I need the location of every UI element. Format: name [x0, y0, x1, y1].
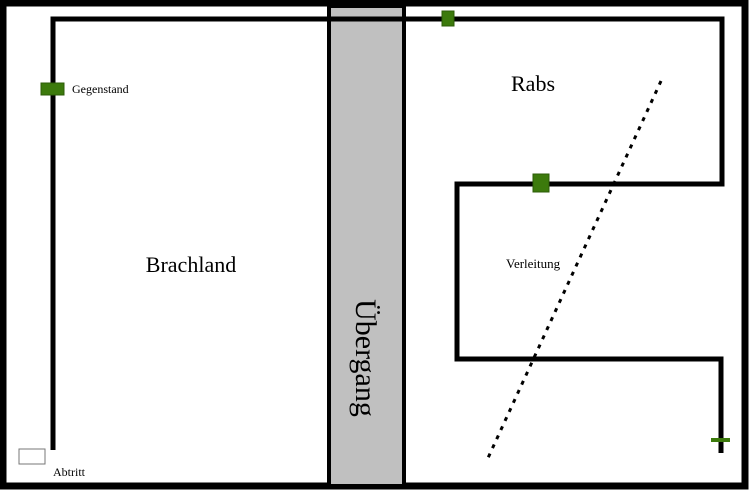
route-path: [50, 16, 725, 453]
end-marker: [711, 438, 730, 442]
corridor-uebergang: [327, 4, 406, 488]
rabs-entry-marker: [532, 173, 550, 193]
gegenstand-marker: [40, 82, 65, 96]
label-gegenstand: Gegenstand: [72, 82, 129, 96]
top-door-marker: [441, 10, 455, 27]
label-uebergang: Übergang: [349, 299, 382, 417]
label-brachland: Brachland: [146, 252, 236, 277]
label-abtritt: Abtritt: [53, 465, 86, 479]
label-verleitung: Verleitung: [506, 256, 561, 271]
abtritt-box: [18, 448, 46, 465]
label-rabs: Rabs: [511, 71, 555, 96]
